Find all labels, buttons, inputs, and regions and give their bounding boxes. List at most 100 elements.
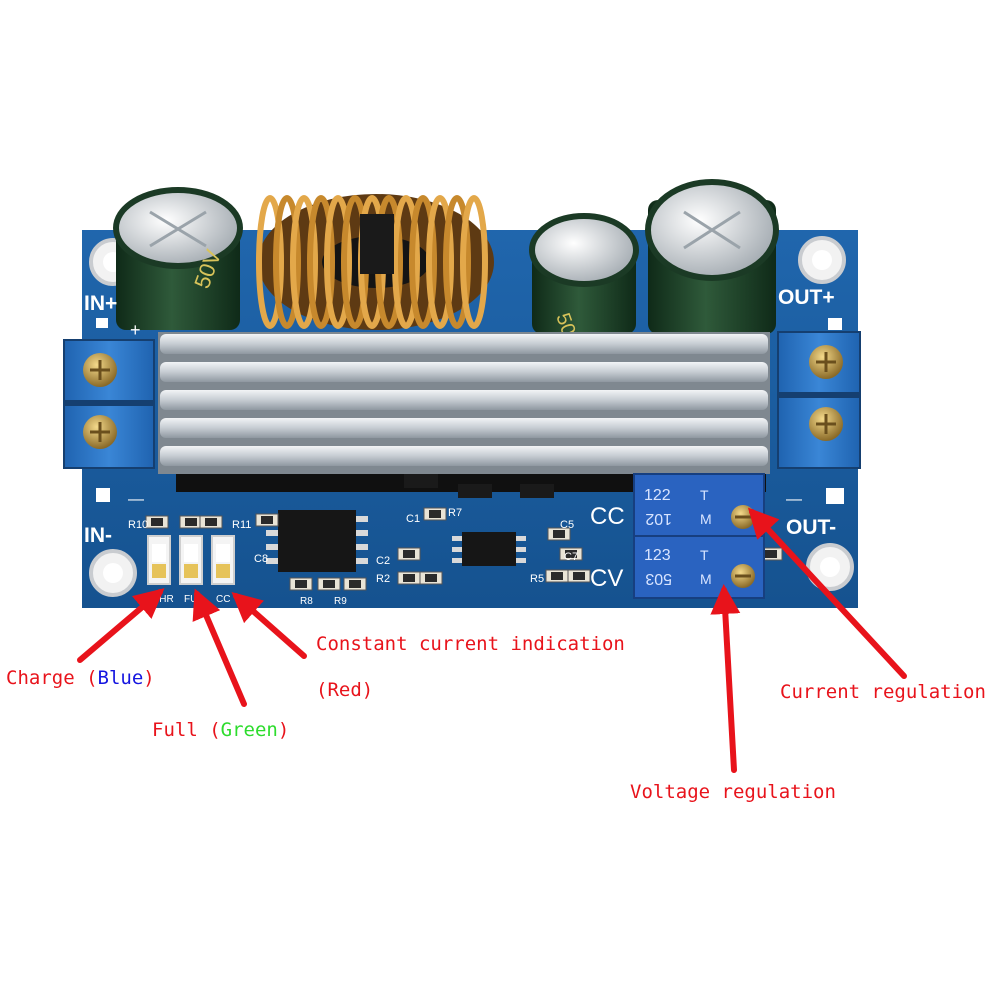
coil-turn [273,195,301,329]
coil-turn [426,195,454,329]
smd-components [145,474,783,591]
coil-turn [460,195,488,329]
pot-voltage-line2: 503 [645,570,672,587]
label-cc-mode: CC [590,503,625,530]
arrow-constant-current [231,592,307,659]
ic-chip-secondary [462,532,516,566]
label-r9: R9 [334,596,347,607]
annotation-constant-current-color: (Red) [316,679,373,701]
ic-pin [266,558,278,564]
label-c5: C5 [560,519,574,531]
heatsink-fin [160,362,768,382]
annotation-current-regulation: Current regulation [780,681,986,703]
pot-voltage-line1: 123 [644,547,671,564]
annotation-constant-current: Constant current indication [316,633,625,655]
heatsink-fin [160,446,768,466]
smd-part-body [185,518,197,526]
label-out-plus: OUT+ [778,286,835,309]
smd-part-body [573,572,585,580]
label-c1: C1 [406,513,420,525]
pot-current-mark2: M [700,511,712,527]
arrow-current-regulation [747,507,907,679]
ic-pin [516,536,526,541]
coil-turn [392,195,420,329]
capacitor-middle-top [529,213,639,287]
coil-turn [409,195,437,329]
capacitor-left: 50V [113,187,243,330]
ic-pin [266,544,278,550]
annotation-full-prefix: Full ( [152,719,221,741]
smd-part-body [295,580,307,588]
label-c2: C2 [376,555,390,567]
heatsink-fins [160,334,768,466]
label-in-minus: IN- [84,524,112,547]
label-r8: R8 [300,596,313,607]
label-led-cc: CC [216,594,230,605]
ic-pin [356,544,368,550]
smd-part-body [551,572,563,580]
label-out-minus: OUT- [786,516,836,539]
coil-turn [307,195,335,329]
inductor-core [360,214,394,274]
coil-turn [256,195,284,329]
smd-part-body [261,516,273,524]
ic-pin [452,547,462,552]
smd-part-body [323,580,335,588]
arrow-charge [77,588,165,663]
pot-current-mark1: T [700,487,709,503]
ic-pin [516,547,526,552]
smd-part-body [425,574,437,582]
smd-part-body [765,550,777,558]
label-in-plus: IN+ [84,292,117,315]
coil-turn [290,195,318,329]
smd-part-body [349,580,361,588]
heatsink-fin [160,390,768,410]
arrow-voltage-regulation [710,584,741,773]
pot-current-line2: 102 [645,510,672,527]
component-silkscreen: R10 R11 C8 C1 R7 C2 R2 C5 C7 R5 R8 R9 [128,507,578,607]
annotation-charge-color: Blue [98,667,144,689]
coil-turn [324,195,352,329]
potentiometer-voltage: 123 503 T M [633,535,765,599]
heatsink-fin [160,334,768,354]
label-c8: C8 [254,553,268,565]
coil-turn [443,195,471,329]
annotation-full-color: Green [221,719,278,741]
capacitor-right [645,179,779,334]
annotation-full: Full (Green) [152,719,289,741]
ic-chip-main [278,510,356,572]
annotation-arrows [77,507,907,773]
label-r5: R5 [530,573,544,585]
annotation-charge-prefix: Charge ( [6,667,98,689]
smd-part-body [403,574,415,582]
ic-pin [356,530,368,536]
pot-voltage-mark2: M [700,571,712,587]
label-c7: C7 [564,551,578,563]
pot-current-line1: 122 [644,487,671,504]
ic-pin [452,558,462,563]
smd-part-body [553,530,565,538]
terminal-block-input [63,339,155,469]
label-r11: R11 [232,519,251,531]
annotation-charge: Charge (Blue) [6,667,155,689]
ic-pin [356,558,368,564]
potentiometer-current: 122 102 T M [633,473,765,537]
label-r7: R7 [448,507,462,519]
label-cv-mode: CV [590,565,623,592]
ic-pin [452,536,462,541]
annotation-voltage-regulation: Voltage regulation [630,781,836,803]
terminal-block-output [777,331,861,469]
ic-pin [516,558,526,563]
heatsink-fin [160,418,768,438]
smd-part-body [205,518,217,526]
inductor [256,194,494,330]
annotation-charge-suffix: ) [143,667,154,689]
label-minus-sign-right: — [786,491,802,508]
label-r2: R2 [376,573,390,585]
smd-part-body [151,518,163,526]
arrow-full [192,588,247,707]
ic-pin [356,516,368,522]
heatsink [158,332,770,492]
label-plus-sign-left: + [130,320,141,340]
